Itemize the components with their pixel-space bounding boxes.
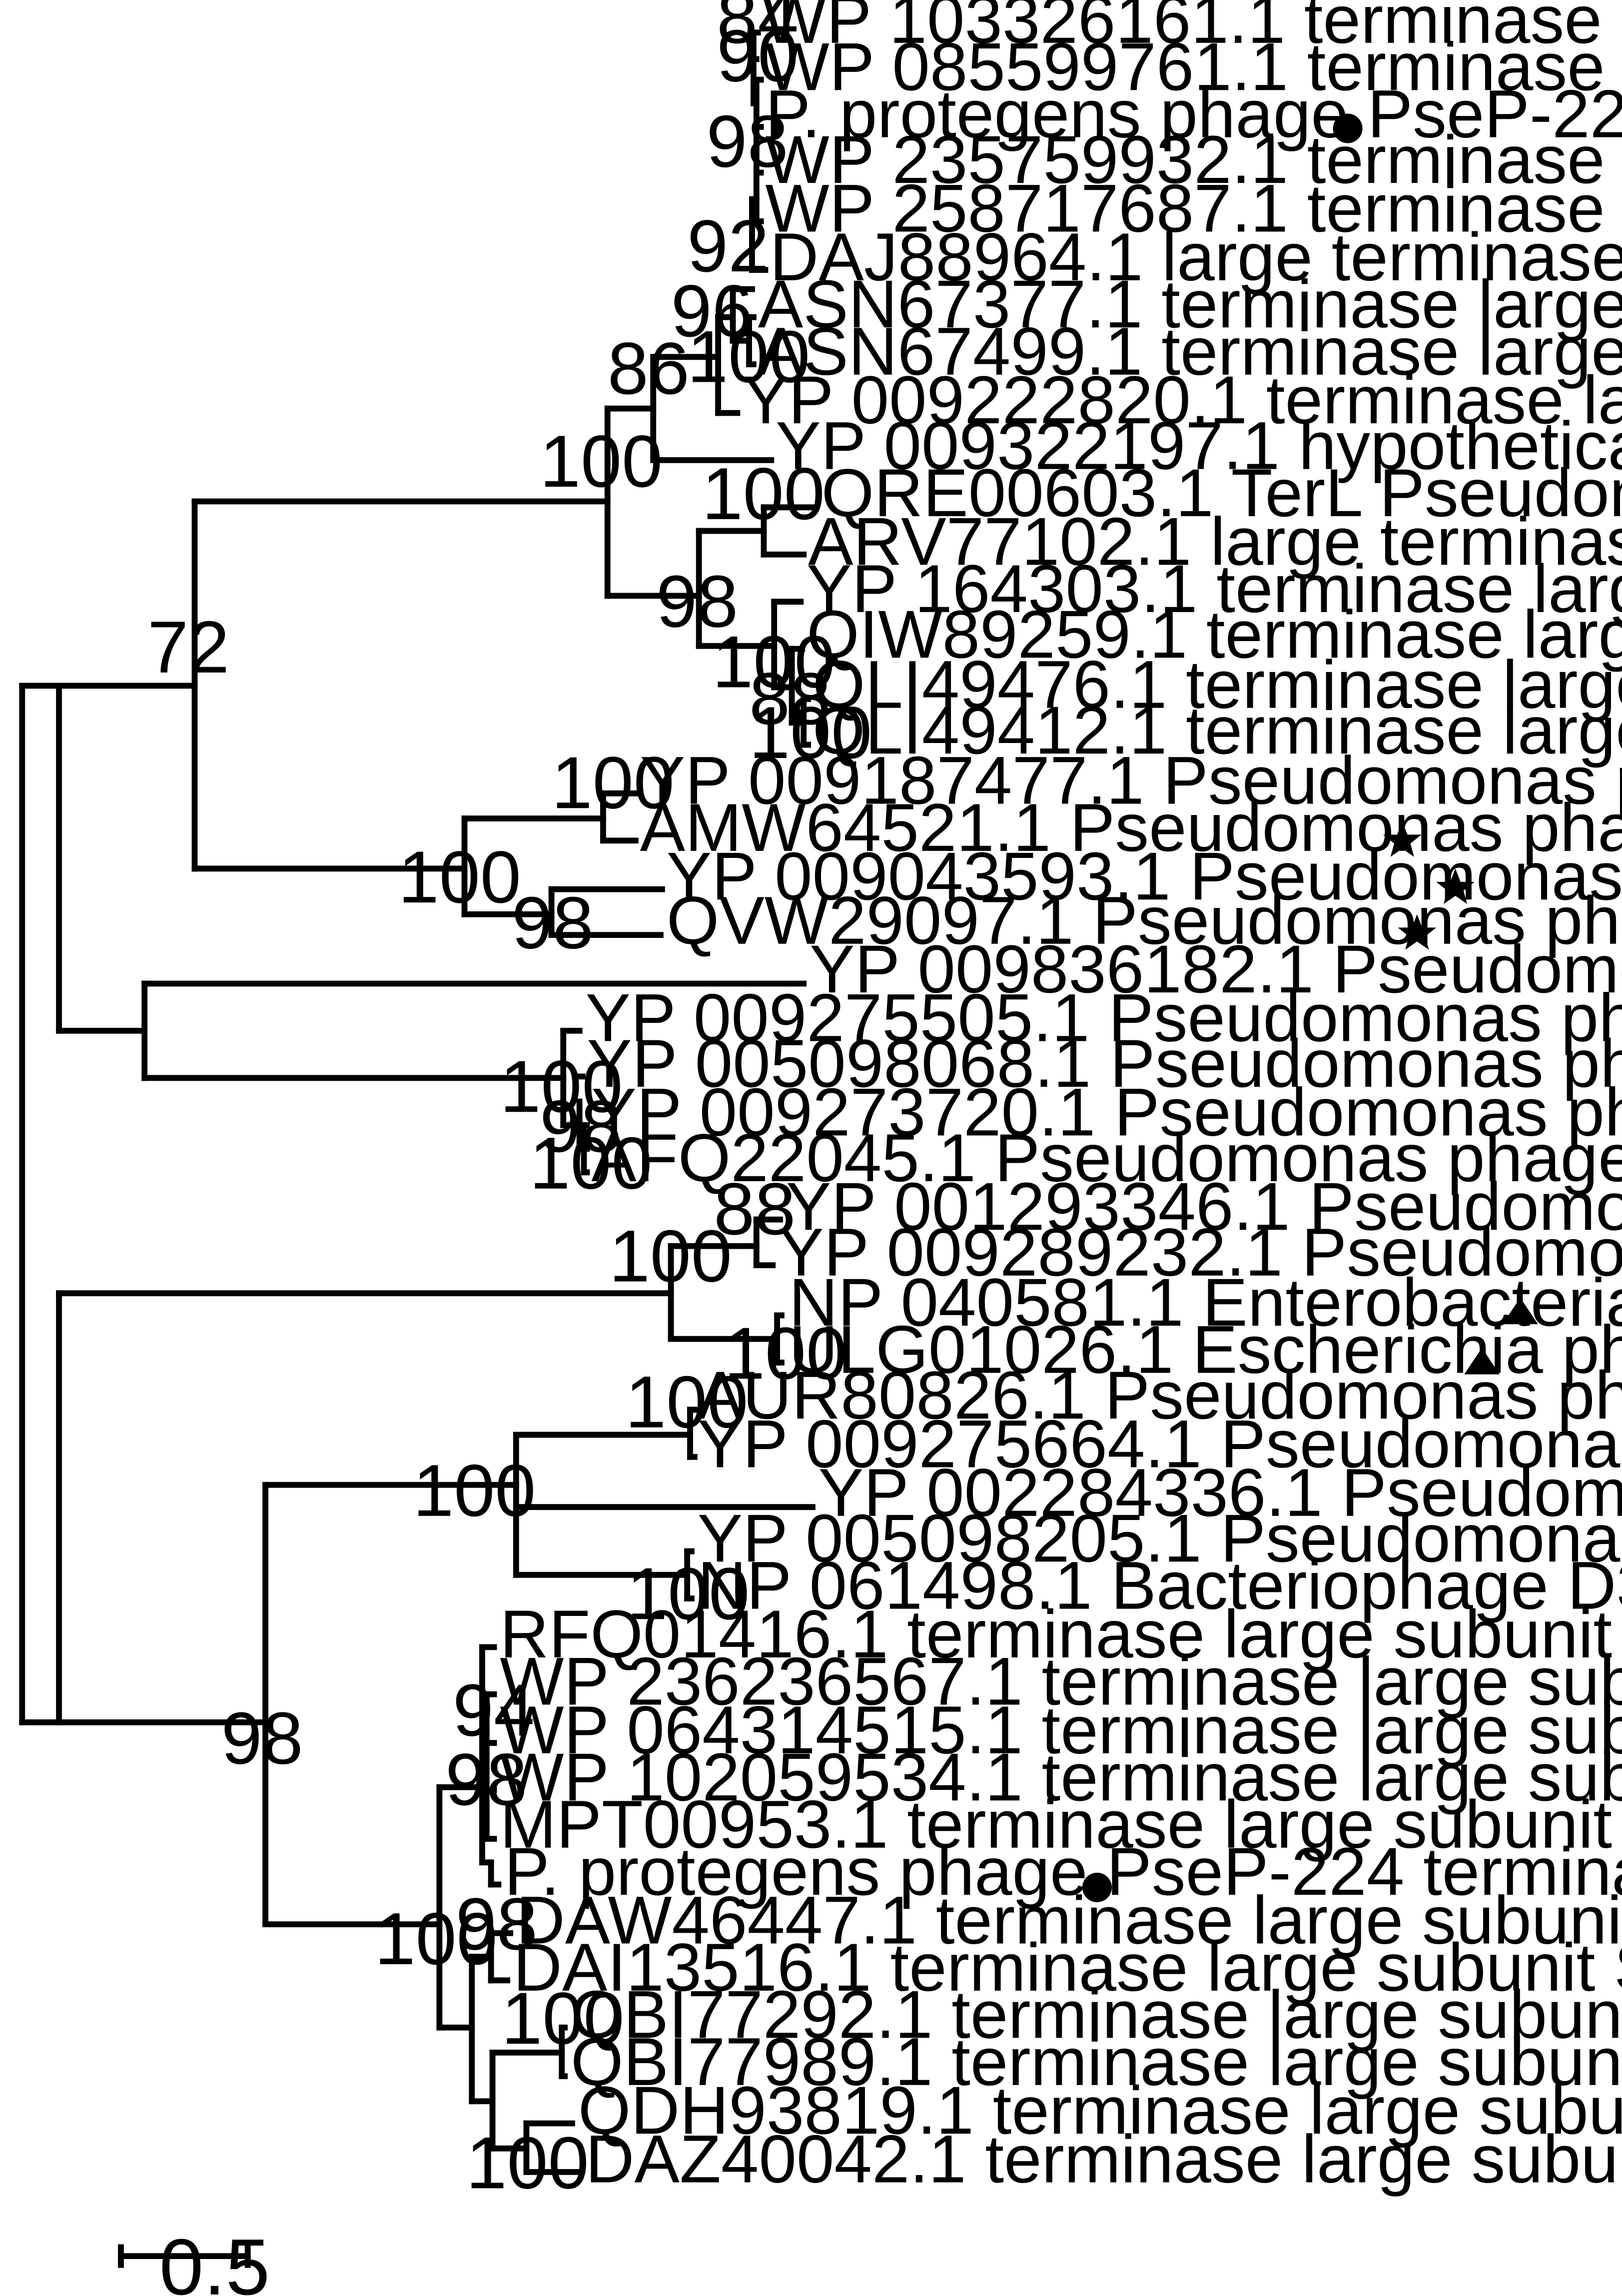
bootstrap-value: 100: [466, 2122, 589, 2204]
leaf-label: YP 009187477.1 Pseudomonas phage YMC11/0…: [640, 742, 1622, 818]
tree-branches: [19, 29, 818, 2175]
leaf-label: QDH93819.1 terminase large subunit Pseud…: [578, 2072, 1622, 2148]
bootstrap-values: 84 90 98 92 96 100 86 100 100 98 100 88 …: [147, 0, 872, 2204]
bootstrap-value: 100: [501, 1977, 624, 2060]
leaf-label: DAZ40042.1 terminase large subunit Sipho…: [586, 2121, 1622, 2197]
leaf-label: WP 064314515.1 terminase large subunit P…: [500, 1692, 1622, 1768]
leaf-label: ARV77102.1 large terminase protein Pseud…: [808, 503, 1622, 579]
leaf-label: QLI49412.1 terminase large subunit Pseud…: [812, 692, 1622, 768]
leaf-label: NP 040581.1 Enterobacteria phage lambda …: [789, 1264, 1622, 1340]
bootstrap-value: 100: [627, 1552, 750, 1635]
leaf-label: YP 002284336.1 Pseudomonas phage PAJU2 t…: [818, 1455, 1622, 1531]
bootstrap-value: 100: [625, 1361, 748, 1444]
leaf-label: P. protegens phage PseP-224 terminase la…: [504, 1833, 1622, 1909]
leaf-label: WP 235759932.1 terminase Pseudomonas sp.…: [766, 121, 1622, 197]
bootstrap-value: 100: [552, 742, 675, 824]
bootstrap-value: 100: [687, 316, 810, 398]
bootstrap-value: 98: [445, 1738, 527, 1821]
bootstrap-value: 100: [609, 1215, 732, 1298]
bootstrap-value: 98: [456, 1883, 538, 1965]
bootstrap-value: 100: [712, 621, 835, 703]
bootstrap-value: 92: [687, 205, 769, 287]
star-marker: [1436, 868, 1475, 904]
bootstrap-value: 100: [375, 1898, 498, 1980]
leaf-label: WP 103326161.1 terminase unclassified Ps…: [763, 0, 1622, 57]
bootstrap-value: 88: [714, 1168, 796, 1250]
leaf-label: YP 005098205.1 Pseudomonas phage vB PaeS…: [698, 1500, 1622, 1576]
leaf-label: YP 009836182.1 Pseudomonas phage PMBT14 …: [810, 931, 1622, 1007]
bootstrap-value: 100: [500, 1045, 623, 1128]
star-marker: [1398, 914, 1437, 950]
leaf-label: YP 009222820.1 terminase large subunit P…: [743, 362, 1622, 438]
triangle-marker: [1502, 1298, 1538, 1325]
bootstrap-value: 94: [453, 1669, 535, 1751]
leaf-label: MPT00953.1 terminase large subunit Pseud…: [500, 1786, 1622, 1862]
leaf-label: WP 085599761.1 terminase unclassified Ps…: [766, 28, 1622, 104]
bootstrap-value: 90: [717, 15, 799, 97]
markers: [1082, 113, 1538, 1902]
leaf-label: P. protegens phage PseP-222 terminase la…: [766, 76, 1622, 152]
bootstrap-value: 100: [529, 1122, 652, 1205]
leaf-label: YP 009275505.1 Pseudomonas phage JBD44 t…: [586, 980, 1622, 1056]
bootstrap-value: 98: [221, 1697, 303, 1780]
bootstrap-value: 98: [540, 1085, 622, 1168]
leaf-label: DAJ88964.1 large terminase Siphoviridae …: [770, 219, 1622, 295]
triangle-marker: [1464, 1348, 1500, 1375]
leaf-label: WP 236236567.1 terminase large subunit P…: [500, 1643, 1622, 1719]
leaf-label: YP 009289232.1 Pseudomonas phage MD8 ter…: [779, 1214, 1622, 1290]
leaf-labels: WP 103326161.1 terminase unclassified Ps…: [500, 0, 1622, 2197]
leaf-label: QBI77292.1 terminase large subunit Pseud…: [571, 1976, 1622, 2052]
bootstrap-value: 100: [540, 420, 663, 503]
leaf-label: YP 009043593.1 Pseudomonas phage phiPSA1…: [667, 838, 1622, 914]
circle-marker: [1333, 113, 1363, 143]
leaf-label: AMW64521.1 Pseudomonas phage phiAH14a te…: [640, 789, 1622, 865]
bootstrap-value: 72: [147, 606, 229, 689]
leaf-label: YP 001293346.1 Pseudomonas phage F10 ter…: [786, 1168, 1622, 1244]
leaf-label: QIW89259.1 terminase large subunit Pseud…: [807, 596, 1622, 672]
bootstrap-value: 86: [608, 327, 690, 410]
leaf-label: NP 061498.1 Bacteriophage D3 terminase l…: [698, 1547, 1622, 1623]
bootstrap-value: 84: [717, 0, 799, 59]
leaf-label: RFQ01416.1 terminase large subunit Pseud…: [500, 1596, 1622, 1672]
leaf-label: YP 009273720.1 Pseudomonas phage YMC11/0…: [591, 1074, 1622, 1150]
leaf-label: YP 005098068.1 Pseudomonas phage phi297 …: [587, 1025, 1622, 1101]
leaf-label: WP 102059534.1 terminase large subunit P…: [500, 1739, 1622, 1815]
bootstrap-value: 88: [749, 658, 831, 740]
bootstrap-value: 98: [656, 560, 738, 643]
circle-marker: [1082, 1872, 1112, 1902]
bootstrap-value: 98: [512, 882, 594, 964]
leaf-label: YP 009322197.1 hypothetical protein Pseu…: [776, 408, 1622, 484]
leaf-label: ASN67499.1 terminase large subunit uncul…: [758, 313, 1622, 389]
leaf-label: YP 164303.1 terminase large subunit Pseu…: [807, 551, 1622, 627]
leaf-label: QBI77989.1 terminase large subunit parti…: [571, 2024, 1622, 2100]
bootstrap-value: 100: [724, 1312, 847, 1395]
leaf-label: QLI49476.1 terminase large subunit Pseud…: [812, 647, 1622, 723]
star-marker: [1383, 821, 1422, 857]
scale-bar-label: 0.5: [159, 2223, 270, 2296]
bootstrap-value: 98: [706, 100, 788, 183]
leaf-label: ULG01026.1 Escherichia phage lambda term…: [789, 1312, 1622, 1388]
leaf-label: AFQ22045.1 Pseudomonas phage YMC/01/01/P…: [591, 1120, 1622, 1196]
bootstrap-value: 100: [749, 692, 872, 774]
scale-bar: 0.5: [118, 2223, 270, 2296]
bootstrap-value: 96: [671, 270, 753, 352]
bootstrap-value: 100: [398, 836, 521, 918]
bootstrap-value: 100: [702, 453, 825, 535]
leaf-label: DAI13516.1 terminase large subunit Sipho…: [513, 1929, 1622, 2005]
bootstrap-value: 100: [413, 1450, 536, 1532]
leaf-label: QRE00603.1 TerL Pseudomonas phage Itty13: [821, 455, 1622, 531]
leaf-label: YP 009275664.1 Pseudomonas phage phi2 te…: [698, 1406, 1622, 1482]
leaf-label: ASN67377.1 terminase large subunit uncul…: [758, 266, 1622, 342]
leaf-label: DAW46447.1 terminase large subunit Sipho…: [516, 1882, 1622, 1958]
leaf-label: WP 258717687.1 terminase Pseudomonas pro…: [766, 170, 1622, 246]
